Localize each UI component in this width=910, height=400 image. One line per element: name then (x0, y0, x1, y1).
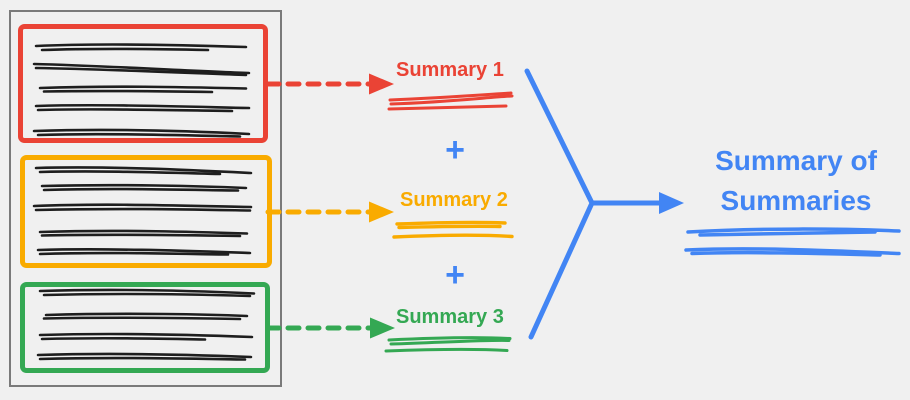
document-section-2 (20, 155, 272, 268)
summary-3-label: Summary 3 (396, 306, 504, 328)
merge-arrow-head (659, 192, 684, 214)
summary-2-label: Summary 2 (400, 189, 508, 211)
summary-3-scribble (384, 336, 512, 353)
document-section-3 (20, 282, 270, 373)
summary-1-scribble (387, 91, 514, 111)
summary-1-label: Summary 1 (396, 59, 504, 81)
green-dashed-arrow-icon (265, 317, 395, 339)
plus-operator-2: + (445, 256, 465, 294)
plus-operator-1: + (445, 131, 465, 169)
section-3-text-scribbles (36, 288, 256, 361)
summary-of-summaries-label: Summary of Summaries (715, 145, 877, 216)
output-scribble (684, 227, 901, 257)
document-section-1 (18, 24, 268, 143)
document-outline (9, 10, 282, 387)
summary-2-scribble (392, 220, 514, 239)
red-dashed-arrow-icon (265, 73, 394, 95)
merge-converging-lines (524, 68, 595, 340)
section-2-text-scribbles (32, 166, 253, 256)
red-dashed-arrow-head (369, 73, 394, 95)
section-1-border (18, 24, 268, 143)
orange-dashed-arrow-icon (265, 201, 394, 223)
section-1-text-scribbles (32, 43, 251, 138)
green-dashed-arrow-head (370, 317, 395, 339)
orange-dashed-arrow-head (369, 201, 394, 223)
document-box (9, 10, 282, 387)
merge-arrow-icon (524, 68, 684, 340)
